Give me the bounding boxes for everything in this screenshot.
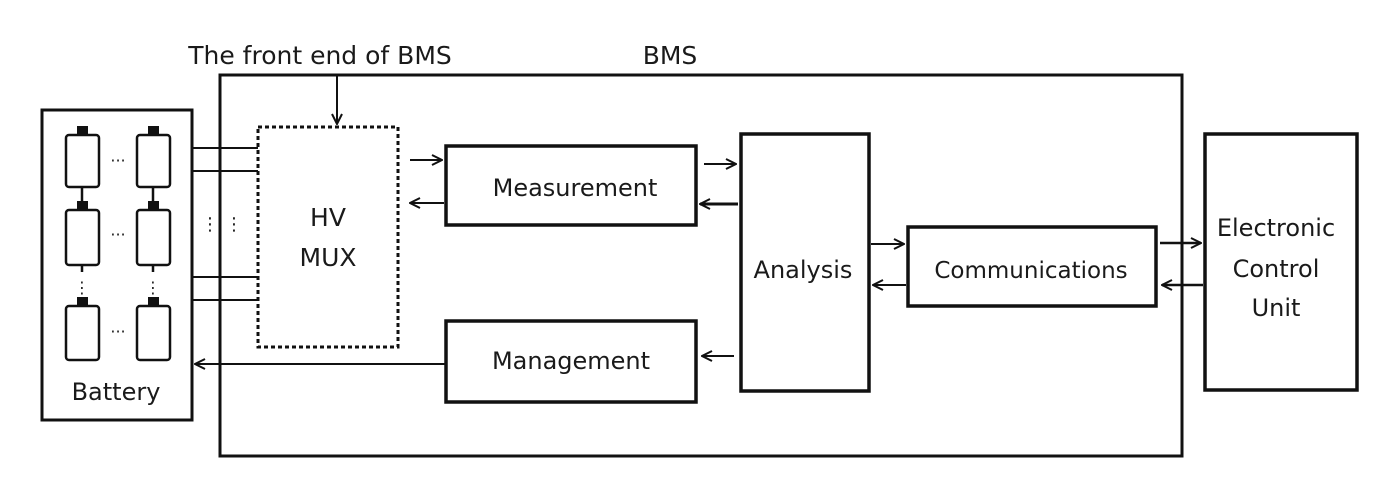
analysis-box	[739, 132, 871, 393]
battery-cell-icon	[64, 133, 101, 189]
communications-box	[906, 225, 1158, 308]
battery-terminal-icon	[77, 297, 88, 306]
cell-row: ···	[64, 297, 172, 362]
ecu-label-line-3: Unit	[1252, 294, 1301, 322]
battery-pack: ··· ··· ··· ⋮ ⋮ Battery	[40, 108, 194, 422]
battery-terminal-icon	[77, 201, 88, 210]
battery-cell-icon	[135, 133, 172, 189]
measurement-block: Measurement	[444, 144, 698, 227]
cell-row: ···	[64, 201, 172, 267]
battery-terminal-icon	[77, 126, 88, 135]
analysis-label: Analysis	[754, 256, 853, 284]
communications-label: Communications	[934, 258, 1127, 284]
battery-terminal-icon	[148, 201, 159, 210]
battery-terminal-icon	[148, 126, 159, 135]
communications-block: Communications	[906, 225, 1158, 308]
hv-mux-box	[256, 125, 400, 349]
battery-cell-icon	[64, 208, 101, 267]
cell-column-ellipsis: ⋮	[74, 278, 90, 297]
bms-label: BMS	[643, 41, 698, 70]
cell-row-ellipsis: ···	[110, 151, 125, 170]
hv-mux-label-line-2: MUX	[300, 243, 357, 272]
measurement-box	[444, 144, 698, 227]
analysis-block: Analysis	[739, 132, 871, 393]
management-block: Management	[444, 319, 698, 404]
battery-cell-icon	[64, 304, 101, 362]
hv-mux-label-line-1: HV	[310, 203, 346, 232]
ecu-label-line-2: Control	[1233, 255, 1320, 283]
ecu-label-line-1: Electronic	[1217, 214, 1335, 242]
sense-wires: ⋮ ⋮	[192, 147, 258, 301]
battery-terminal-icon	[148, 297, 159, 306]
battery-cell-icon	[135, 208, 172, 267]
management-box	[444, 319, 698, 404]
wire-ellipsis: ⋮	[225, 214, 243, 235]
cell-row-ellipsis: ···	[110, 322, 125, 341]
management-label: Management	[492, 347, 650, 375]
battery-box	[40, 108, 194, 422]
battery-cell-icon	[135, 304, 172, 362]
wire-ellipsis: ⋮	[201, 214, 219, 235]
cell-row-ellipsis: ···	[110, 225, 125, 244]
cell-column-ellipsis: ⋮	[145, 278, 161, 297]
ecu-box	[1203, 132, 1359, 392]
battery-label: Battery	[72, 378, 161, 406]
measurement-label: Measurement	[493, 174, 658, 202]
cell-row: ···	[64, 126, 172, 189]
bms-boundary	[218, 73, 1184, 458]
ecu-block: Electronic Control Unit	[1203, 132, 1359, 392]
hv-mux-block: HV MUX	[256, 125, 400, 349]
flow-arrows	[195, 160, 1203, 364]
front-end-label: The front end of BMS	[187, 41, 452, 70]
